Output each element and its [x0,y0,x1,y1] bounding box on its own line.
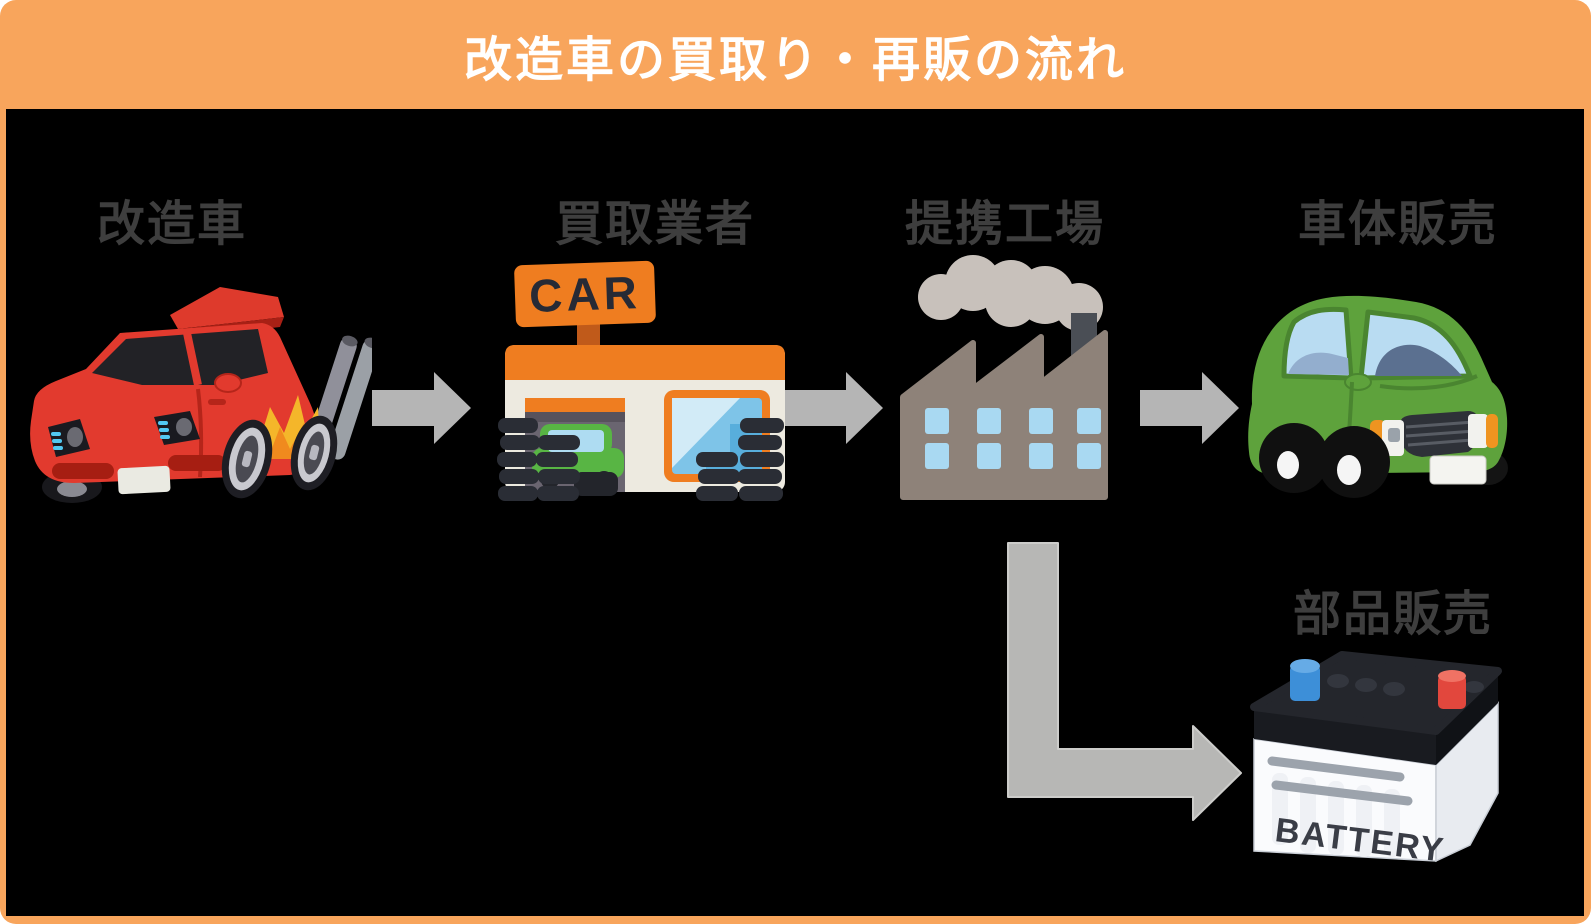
label-body-sales: 車体販売 [1297,198,1499,251]
arrow-right-2-icon [784,372,883,444]
shop-sign: CAR [514,260,656,328]
page-title: 改造車の買取り・再販の流れ [463,33,1127,87]
arrow-right-1-icon [372,372,471,444]
label-buyer: 買取業者 [554,198,756,251]
shop-sign-text: CAR [528,266,641,322]
car-battery-icon: BATTERY [1250,651,1502,870]
green-car-icon [1248,295,1508,498]
red-terminal [1438,670,1466,709]
tire-stacks [497,418,784,501]
red-tuned-car-icon [30,287,372,503]
factory-smoke-icon [900,255,1108,500]
label-factory: 提携工場 [904,198,1106,251]
factory-windows [925,408,1101,469]
blue-terminal [1290,659,1320,701]
car-shop-icon: CAR [497,260,785,501]
battery-stripes [1272,773,1400,857]
vent-caps [1327,674,1484,696]
header-bar: 改造車の買取り・再販の流れ [0,0,1591,109]
label-parts-sales: 部品販売 [1292,588,1494,641]
label-modified-car: 改造車 [96,198,248,251]
diagram-canvas: 改造車 買取業者 提携工場 車体販売 部品販売 [6,109,1584,916]
arrow-right-3-icon [1140,372,1239,444]
arrow-branch-down-right-icon [1007,542,1242,821]
